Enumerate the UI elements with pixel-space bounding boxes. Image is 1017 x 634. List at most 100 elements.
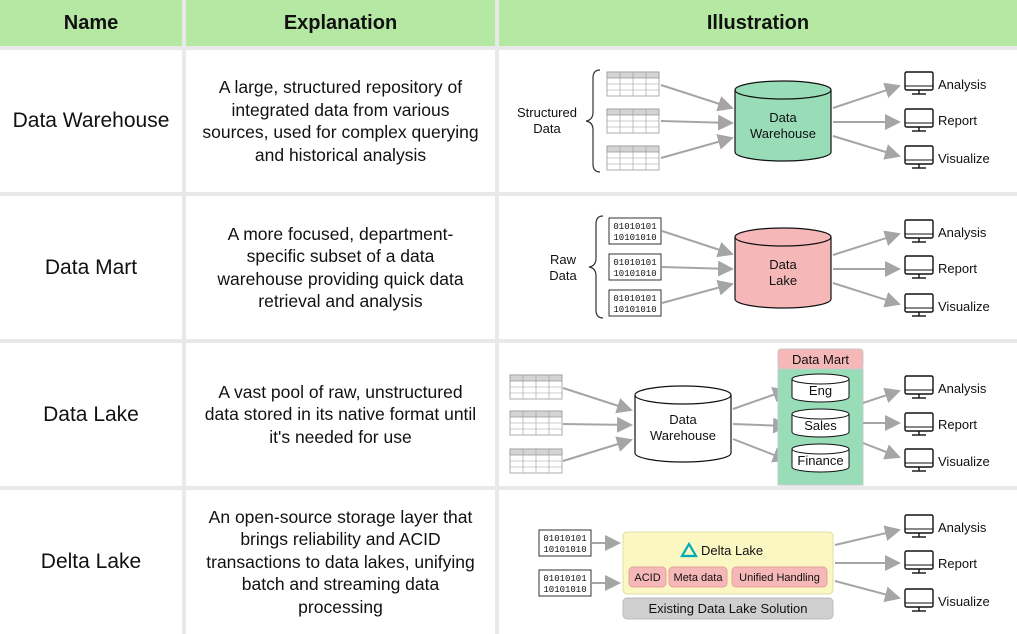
existing-data-lake-bar (622, 597, 834, 620)
monitor-icon (904, 145, 934, 169)
svg-text:01010101: 01010101 (543, 534, 586, 544)
monitor-icon (904, 255, 934, 279)
explanation-line: warehouse providing quick data (217, 268, 464, 289)
svg-text:10101010: 10101010 (613, 269, 656, 279)
monitor-icon (904, 588, 934, 612)
output-report: Report (938, 261, 977, 276)
explanation-line: A large, structured repository of (218, 77, 463, 97)
structured-data-label: Data (533, 121, 561, 136)
warehouse-cylinder (634, 385, 732, 463)
explanation-line: A more focused, department- (227, 223, 454, 244)
row-name-data-mart: Data Mart (0, 196, 182, 339)
explanation-line: integrated data from various (231, 99, 450, 120)
header-illustration: Illustration (499, 0, 1017, 46)
feature-pill-acid (628, 566, 667, 588)
svg-text:10101010: 10101010 (543, 585, 586, 595)
explanation-line: transactions to data lakes, unifying (206, 551, 475, 572)
monitor-icon (904, 514, 934, 538)
output-visualize: Visualize (938, 299, 990, 314)
brace (588, 215, 604, 319)
mart-cylinder-finance (791, 443, 850, 473)
output-analysis: Analysis (938, 77, 987, 92)
output-analysis: Analysis (938, 520, 987, 535)
warehouse-label: Warehouse (750, 126, 816, 141)
feature-metadata: Meta data (674, 572, 724, 584)
svg-text:01010101: 01010101 (543, 574, 586, 584)
illustration-data-lake: Data Warehouse Data Mart Eng Sales Finan… (499, 343, 1017, 486)
row-name-data-lake: Data Lake (0, 343, 182, 486)
table-icon (606, 71, 660, 97)
monitor-icon (904, 108, 934, 132)
explanation-line: sources, used for complex querying (202, 122, 479, 142)
explanation-line: brings reliability and ACID (240, 529, 441, 550)
output-report: Report (938, 113, 977, 128)
explanation-line: data stored in its native format until (204, 404, 477, 425)
table-icon (509, 410, 563, 436)
data-mart-diagram: Raw Data 01010101 10101010 01010101 1010… (549, 215, 990, 319)
monitor-icon (904, 550, 934, 574)
monitor-icon (904, 375, 934, 399)
binary-block: 01010101 10101010 (608, 289, 662, 317)
lake-label: Data (769, 257, 797, 272)
warehouse-cylinder (734, 80, 832, 162)
svg-text:10101010: 10101010 (543, 545, 586, 555)
monitor-icon (904, 448, 934, 472)
structured-data-label: Structured (517, 105, 577, 120)
monitor-icon (904, 412, 934, 436)
monitor-icon (904, 293, 934, 317)
data-mart-title: Data Mart (792, 352, 849, 367)
binary-block: 01010101 10101010 (538, 569, 592, 597)
mart-item-eng: Eng (809, 383, 832, 398)
feature-pill-metadata (668, 566, 728, 588)
svg-text:01010101: 01010101 (613, 294, 656, 304)
warehouse-label: Data (769, 110, 797, 125)
raw-data-label: Raw (550, 252, 577, 267)
table-icon (606, 145, 660, 171)
output-visualize: Visualize (938, 594, 990, 609)
svg-text:10101010: 10101010 (613, 305, 656, 315)
row-explanation-delta-lake: An open-source storage layer that brings… (186, 490, 495, 634)
delta-lake-title: Delta Lake (701, 543, 763, 558)
explanation-line: An open-source storage layer that (208, 506, 473, 527)
monitor-icon (904, 219, 934, 243)
illustration-delta-lake: 01010101 10101010 01010101 10101010 Delt… (499, 490, 1017, 634)
mart-cylinder-eng (791, 373, 850, 403)
mart-item-sales: Sales (804, 418, 837, 433)
explanation-line: retrieval and analysis (258, 291, 423, 311)
explanation-line: batch and streaming data (241, 574, 440, 595)
output-report: Report (938, 417, 977, 432)
mart-cylinder-sales (791, 408, 850, 438)
explanation-line: processing (298, 596, 383, 617)
feature-unified-handling: Unified Handling (739, 572, 820, 584)
row-explanation-data-mart: A more focused, department- specific sub… (186, 196, 495, 339)
explanation-line: specific subset of a data (246, 246, 435, 266)
warehouse-label: Warehouse (650, 428, 716, 443)
existing-data-lake-label: Existing Data Lake Solution (649, 601, 808, 616)
illustration-data-warehouse: Structured Data Data Warehouse Analysis … (499, 50, 1017, 192)
binary-block: 01010101 10101010 (608, 217, 662, 245)
output-visualize: Visualize (938, 454, 990, 469)
svg-text:10101010: 10101010 (613, 233, 656, 243)
monitor-icon (904, 71, 934, 95)
row-name-delta-lake: Delta Lake (0, 490, 182, 634)
data-mart-title-box (777, 348, 864, 370)
row-name-data-warehouse: Data Warehouse (0, 50, 182, 192)
feature-pill-unified-handling (731, 566, 828, 588)
warehouse-label: Data (669, 412, 697, 427)
illustration-data-mart: Raw Data 01010101 10101010 01010101 1010… (499, 196, 1017, 339)
table-icon (509, 374, 563, 400)
lake-cylinder (734, 227, 832, 309)
explanation-line: it's needed for use (269, 426, 412, 447)
binary-block: 01010101 10101010 (538, 529, 592, 557)
output-analysis: Analysis (938, 381, 987, 396)
binary-block: 01010101 10101010 (608, 253, 662, 281)
brace (585, 69, 601, 173)
lake-label: Lake (769, 273, 797, 288)
svg-text:01010101: 01010101 (613, 222, 656, 232)
row-explanation-data-lake: A vast pool of raw, unstructured data st… (186, 343, 495, 486)
feature-acid: ACID (634, 572, 660, 584)
header-name: Name (0, 0, 182, 46)
output-analysis: Analysis (938, 225, 987, 240)
raw-data-label: Data (549, 268, 577, 283)
svg-text:01010101: 01010101 (613, 258, 656, 268)
